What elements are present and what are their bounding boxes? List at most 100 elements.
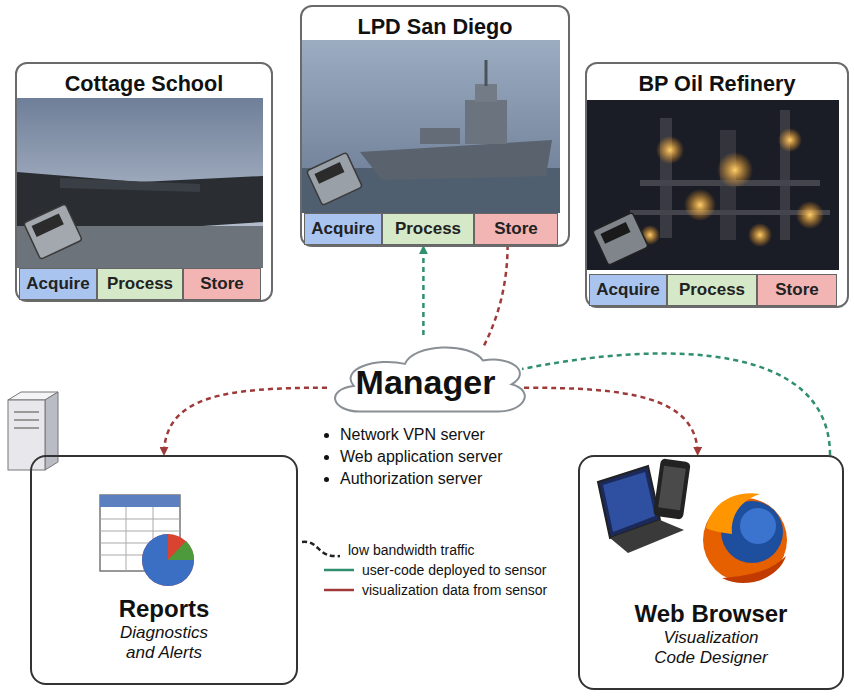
legend-row: low bandwidth traffic bbox=[300, 540, 547, 560]
ship-photo bbox=[360, 140, 552, 180]
browser-logo bbox=[740, 508, 776, 544]
process-stage: Process bbox=[382, 213, 474, 245]
legend-row: visualization data from sensor bbox=[300, 580, 547, 600]
site-title: BP Oil Refinery bbox=[587, 64, 847, 97]
device-icons bbox=[603, 472, 655, 532]
school-photo bbox=[32, 213, 64, 237]
server-icon bbox=[45, 392, 58, 470]
report-icon bbox=[100, 519, 180, 520]
store-stage: Store bbox=[474, 213, 558, 245]
stage-label: Acquire bbox=[596, 280, 659, 300]
panel-subtitle: Diagnostics and Alerts bbox=[109, 623, 219, 663]
traffic-connector bbox=[422, 246, 425, 335]
ship-photo bbox=[465, 100, 507, 144]
traffic-connector bbox=[483, 245, 508, 348]
refinery-photo bbox=[587, 100, 839, 270]
panel-title: Web Browser bbox=[635, 600, 788, 628]
legend-text: visualization data from sensor bbox=[362, 582, 547, 598]
legend-sample bbox=[324, 589, 354, 592]
refinery-photo bbox=[778, 128, 802, 152]
school-photo bbox=[24, 204, 83, 260]
service-item: Web application server bbox=[340, 446, 502, 468]
refinery-photo bbox=[660, 118, 672, 238]
panel-title: Reports bbox=[119, 595, 210, 623]
device-icons bbox=[658, 466, 686, 511]
report-icon bbox=[100, 531, 180, 532]
traffic-connector bbox=[522, 353, 830, 455]
stage-label: Process bbox=[679, 280, 745, 300]
site-title: Cottage School bbox=[17, 64, 271, 97]
store-stage: Store bbox=[757, 274, 837, 306]
client-panel: ReportsDiagnostics and Alerts bbox=[30, 455, 298, 685]
service-item: Network VPN server bbox=[340, 424, 502, 446]
legend-text: low bandwidth traffic bbox=[348, 542, 475, 558]
client-panel: Web BrowserVisualization Code Designer bbox=[578, 455, 844, 690]
stage-label: Store bbox=[494, 219, 537, 239]
device-icons bbox=[598, 458, 691, 553]
process-stage: Process bbox=[667, 274, 757, 306]
stage-label: Acquire bbox=[311, 219, 374, 239]
acquire-stage: Acquire bbox=[304, 213, 382, 245]
manager-title: Manager bbox=[356, 353, 496, 402]
site-box: LPD San DiegoAcquire Process Store bbox=[300, 5, 570, 247]
refinery-photo bbox=[587, 100, 839, 270]
legend-sample bbox=[324, 569, 354, 572]
school-photo bbox=[24, 204, 83, 260]
ship-photo bbox=[485, 60, 488, 86]
server-icon bbox=[14, 411, 39, 413]
site-box: BP Oil RefineryAcquire Process Store bbox=[585, 62, 849, 308]
manager-services: Network VPN serverWeb application server… bbox=[318, 424, 502, 490]
legend: low bandwidth traffic user-code deployed … bbox=[300, 540, 547, 600]
traffic-connector bbox=[164, 388, 327, 455]
device-icons bbox=[653, 458, 691, 520]
process-stage: Process bbox=[97, 268, 183, 300]
server-icon bbox=[14, 427, 39, 429]
ship-photo bbox=[420, 128, 460, 144]
legend-text: user-code deployed to sensor bbox=[362, 562, 546, 578]
ship-photo bbox=[314, 162, 344, 184]
browser-logo bbox=[703, 493, 787, 583]
device-icons bbox=[653, 458, 691, 520]
report-icon bbox=[126, 507, 127, 571]
server-icon bbox=[14, 419, 39, 421]
browser-logo bbox=[722, 556, 786, 583]
stage-label: Process bbox=[107, 274, 173, 294]
legend-sample bbox=[302, 542, 340, 556]
site-box: Cottage SchoolAcquire Process Store bbox=[15, 62, 273, 302]
stage-label: Process bbox=[395, 219, 461, 239]
device-icons bbox=[610, 520, 684, 553]
school-photo bbox=[17, 98, 263, 268]
ship-photo bbox=[475, 84, 497, 102]
refinery-photo bbox=[656, 136, 684, 164]
ship-photo bbox=[306, 152, 362, 205]
refinery-photo bbox=[748, 223, 772, 247]
refinery-photo bbox=[717, 152, 753, 188]
acquire-stage: Acquire bbox=[19, 268, 97, 300]
acquire-stage: Acquire bbox=[589, 274, 667, 306]
school-photo bbox=[17, 98, 263, 268]
refinery-photo bbox=[592, 212, 648, 265]
site-title: LPD San Diego bbox=[302, 7, 568, 40]
stage-label: Acquire bbox=[26, 274, 89, 294]
refinery-photo bbox=[592, 212, 648, 265]
panel-subtitle: Visualization Code Designer bbox=[646, 628, 776, 668]
stage-label: Store bbox=[775, 280, 818, 300]
report-icon bbox=[100, 495, 194, 586]
server-icon bbox=[8, 400, 45, 470]
service-item: Authorization server bbox=[340, 468, 502, 490]
refinery-photo bbox=[796, 201, 824, 229]
stage-label: Store bbox=[200, 274, 243, 294]
report-icon bbox=[142, 534, 194, 586]
store-stage: Store bbox=[183, 268, 261, 300]
ship-photo bbox=[302, 40, 560, 213]
ship-photo bbox=[306, 152, 362, 205]
ship-photo bbox=[302, 40, 560, 213]
report-icon bbox=[142, 534, 194, 586]
legend-row: user-code deployed to sensor bbox=[300, 560, 547, 580]
report-icon bbox=[168, 541, 194, 560]
school-photo bbox=[60, 178, 200, 192]
browser-logo bbox=[706, 493, 760, 534]
report-icon bbox=[100, 495, 180, 507]
manager-cloud: Manager bbox=[323, 335, 528, 420]
